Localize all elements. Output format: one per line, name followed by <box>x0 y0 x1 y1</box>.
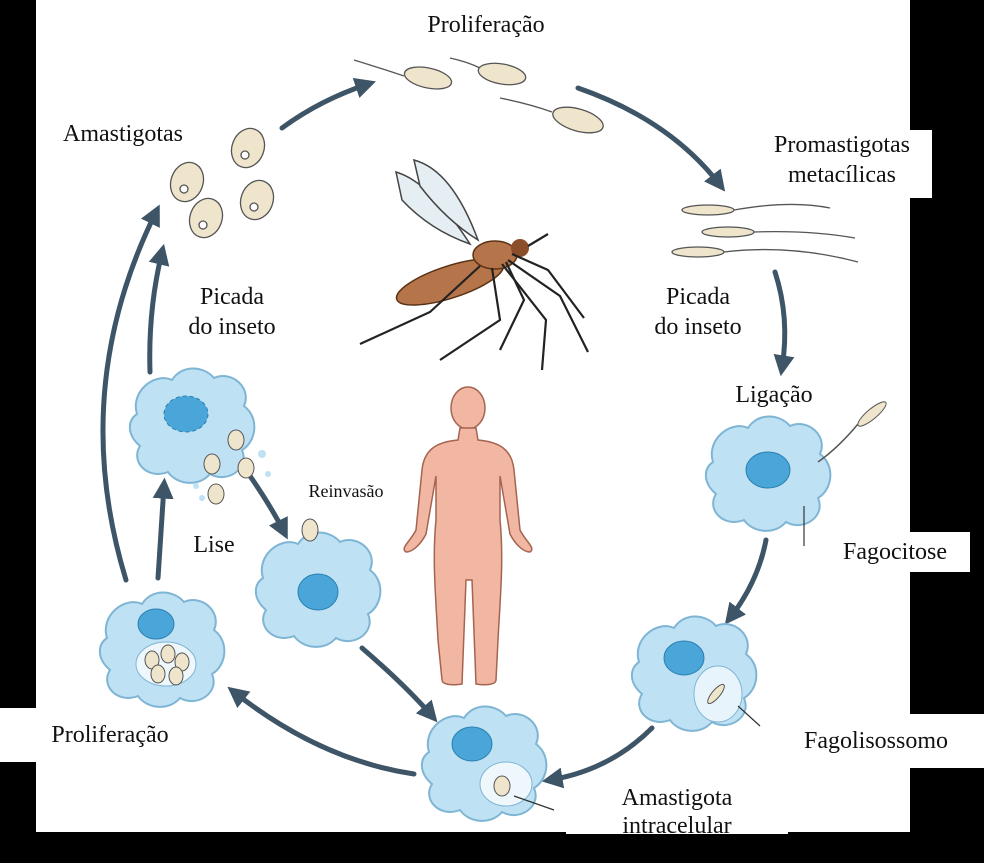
label-proliferacao-top: Proliferação <box>414 10 558 40</box>
label-ligacao: Ligação <box>735 382 813 408</box>
arrow-fagolisossomo-to-amastigota <box>541 725 655 789</box>
arrow-reinvasao-to-amastigota <box>359 645 438 723</box>
label-promastigotas-metaciclicas: Promastigotas metacílicas <box>752 130 932 198</box>
metacyclic-promastigotes <box>671 203 859 263</box>
arrow-proliferacao-to-lise <box>152 477 174 581</box>
free-amastigotes <box>169 127 275 239</box>
arrow-amastigotas-to-proliferacao <box>279 78 376 131</box>
label-picada-left-line2: do inseto <box>188 314 276 340</box>
macrophage-fagolisossomo <box>630 615 761 732</box>
label-amastigotas: Amastigotas <box>38 114 208 158</box>
macrophage-lise <box>128 367 271 505</box>
label-lise: Lise <box>193 532 235 558</box>
label-fagolisossomo: Fagolisossomo <box>768 714 984 768</box>
human-host-silhouette <box>403 386 533 686</box>
label-reinvasao: Reinvasão <box>308 481 384 501</box>
sandfly-illustration <box>359 158 589 371</box>
macrophage-proliferacao <box>98 591 226 708</box>
arrow-fagocitose-to-fagolisossomo <box>724 537 769 625</box>
label-picada-right-line1: Picada <box>666 284 730 310</box>
macrophage-amastigota-intracelular <box>420 705 555 822</box>
cycle-arrows <box>100 78 795 789</box>
arrow-promastigotas-to-ligacao <box>772 269 795 377</box>
label-picada-left: Picada do inseto <box>178 282 286 342</box>
arrow-amastigota-to-proliferacao <box>227 686 417 777</box>
proliferating-promastigotes <box>353 57 604 134</box>
label-proliferacao-bottom: Proliferação <box>0 708 220 762</box>
label-picada-right: Picada do inseto <box>644 282 752 342</box>
label-amastigota-line2: intracelular <box>622 813 732 834</box>
label-picada-left-line1: Picada <box>200 284 264 310</box>
arrow-proliferacao-to-promastigotas <box>575 85 726 192</box>
macrophage-ligacao <box>704 401 887 546</box>
label-promastigotas-line1: Promastigotas <box>774 132 910 158</box>
label-amastigota-intracelular: Amastigota intracelular <box>566 784 788 834</box>
arrow-lise-to-picada <box>147 243 170 375</box>
label-amastigota-line1: Amastigota <box>621 785 733 811</box>
label-promastigotas-line2: metacílicas <box>788 162 896 188</box>
arrow-outer-left <box>100 204 160 583</box>
arrow-lise-to-reinvasao <box>247 473 288 540</box>
label-fagocitose: Fagocitose <box>820 532 970 572</box>
label-picada-right-line2: do inseto <box>654 314 742 340</box>
macrophage-reinvasao <box>254 518 382 648</box>
